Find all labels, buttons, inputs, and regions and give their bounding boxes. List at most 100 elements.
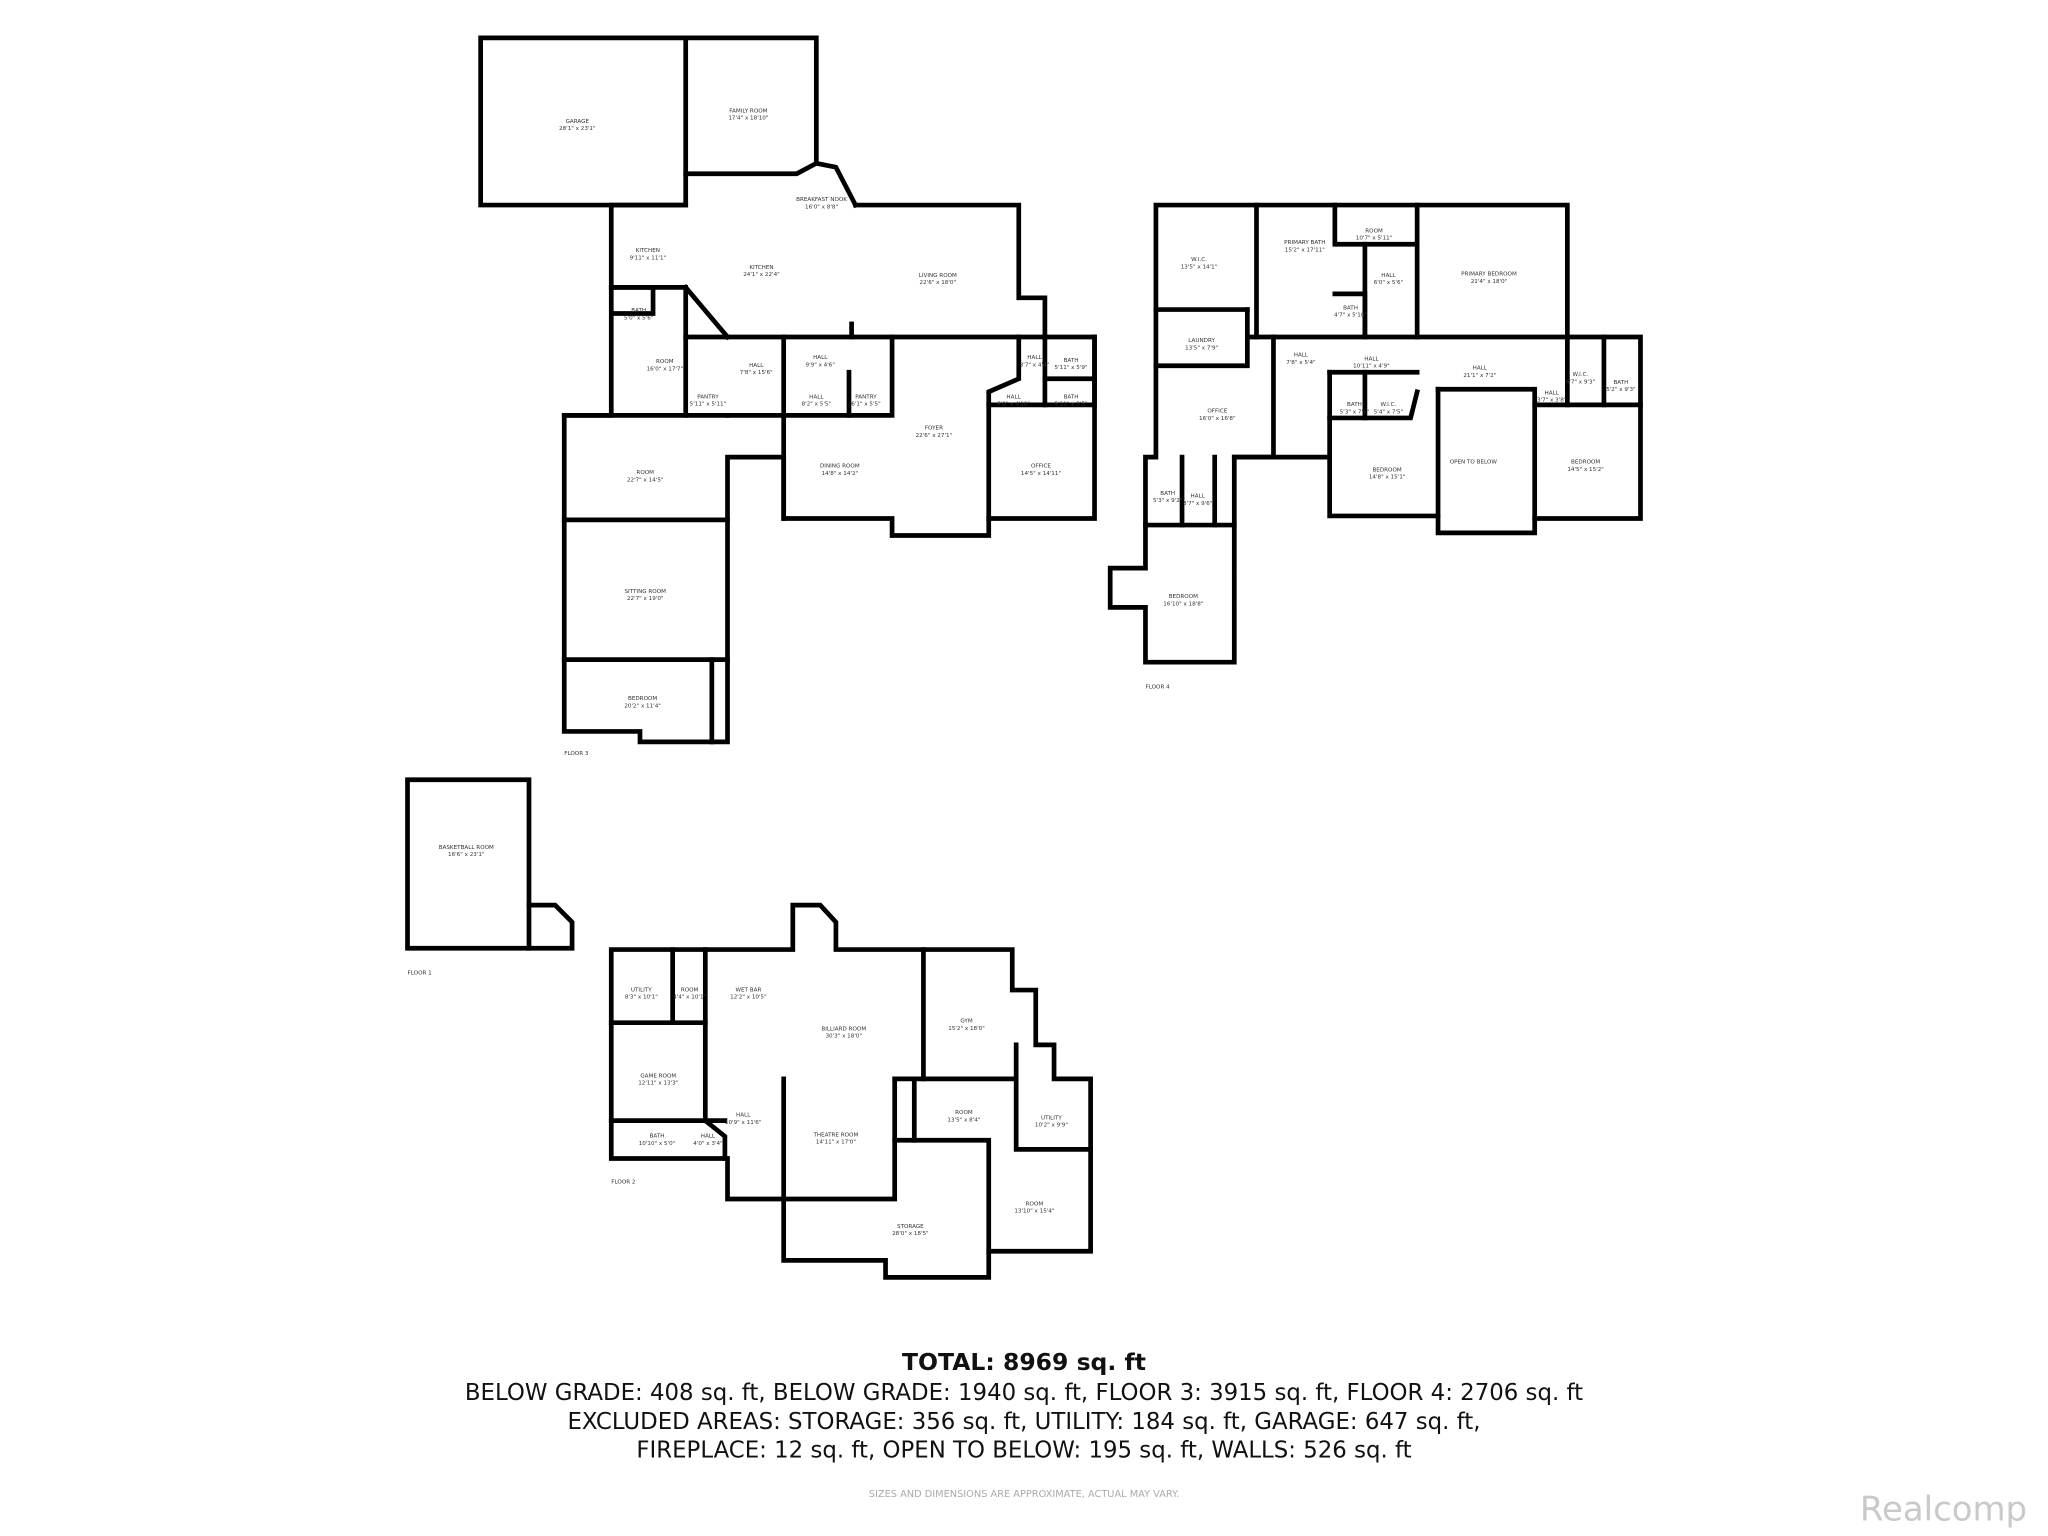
- floor-label: FLOOR 3: [564, 751, 589, 757]
- room-name: FOYER: [925, 426, 943, 432]
- room-dimensions: 16'0" x 17'7": [647, 366, 684, 372]
- room-name: HALL: [1473, 366, 1488, 372]
- room-name: ROOM: [1026, 1202, 1044, 1208]
- floor-label: FLOOR 2: [611, 1179, 635, 1185]
- room-name: KITCHEN: [636, 248, 660, 254]
- floor-label: FLOOR 1: [408, 970, 433, 976]
- room-name: BATH: [1064, 394, 1079, 400]
- room-name: HALL: [1545, 390, 1560, 396]
- wall-segment: [1231, 334, 1276, 460]
- room-dimensions: 12'11" x 13'3": [638, 1081, 679, 1087]
- wall-segment: [405, 777, 575, 951]
- room-dimensions: 5'11" x 5'9": [1055, 365, 1088, 371]
- wall-segment: [1332, 291, 1368, 340]
- room-name: PANTRY: [855, 394, 877, 400]
- total-area: TOTAL: 8969 sq. ft: [902, 1348, 1146, 1376]
- room-dimensions: 14'8" x 14'2": [822, 471, 859, 477]
- room-dimensions: 3'7" x 3'8": [1537, 398, 1567, 404]
- room-dimensions: 14'5" x 15'2": [1567, 467, 1604, 473]
- wall-segment: [683, 35, 859, 209]
- room-name: W.I.C.: [1572, 372, 1588, 378]
- room-name: W.I.C.: [1191, 257, 1207, 263]
- room-dimensions: 10'7" x 5'11": [1356, 236, 1393, 242]
- room-dimensions: 30'3" x 18'0": [825, 1034, 862, 1040]
- realcomp-watermark: Realcomp: [1860, 1489, 2027, 1529]
- room-name: BATH: [1343, 306, 1358, 312]
- room-dimensions: 6'0" x 5'6": [1374, 280, 1404, 286]
- room-dimensions: 6'0" x 4'10": [997, 402, 1030, 408]
- room-name: GYM: [960, 1019, 972, 1025]
- room-dimensions: 13'5" x 7'9": [1185, 345, 1218, 351]
- room-name: BEDROOM: [1372, 468, 1401, 474]
- wall-segment: [781, 334, 895, 418]
- area-breakdown: BELOW GRADE: 408 sq. ft, BELOW GRADE: 19…: [465, 1380, 1583, 1406]
- room-dimensions: 22'6" x 27'1": [916, 433, 953, 439]
- room-name: BATH: [631, 308, 646, 314]
- room-name: SITTING ROOM: [624, 589, 666, 595]
- room-name: ROOM: [1365, 228, 1383, 234]
- room-name: HALL: [1381, 273, 1396, 279]
- room-name: BILLIARD ROOM: [821, 1027, 866, 1033]
- room-dimensions: 6'1" x 5'5": [851, 402, 881, 408]
- room-name: HALL: [701, 1134, 716, 1140]
- room-dimensions: 16'0" x 8'8": [805, 204, 838, 210]
- room-name: HALL: [1364, 356, 1379, 362]
- room-name: DINING ROOM: [820, 464, 860, 470]
- room-dimensions: 8'3" x 10'1": [625, 995, 658, 1001]
- wall-segment: [986, 334, 1097, 408]
- room-name: HALL: [1006, 394, 1021, 400]
- wall-segment: [1332, 202, 1420, 247]
- room-name: UTILITY: [1041, 1115, 1062, 1121]
- disclaimer: SIZES AND DIMENSIONS ARE APPROXIMATE, AC…: [869, 1489, 1179, 1500]
- wall-segment: [702, 1117, 728, 1161]
- room-dimensions: 14'8" x 15'1": [1369, 475, 1406, 481]
- room-name: BEDROOM: [1169, 594, 1198, 600]
- room-dimensions: 5'11" x 5'11": [690, 402, 727, 408]
- room-name: HALL: [749, 363, 764, 369]
- room-name: BASKETBALL ROOM: [439, 845, 494, 851]
- wall-segment: [1327, 388, 1420, 421]
- room-name: BATH: [650, 1134, 665, 1140]
- room-name: PRIMARY BEDROOM: [1461, 272, 1517, 278]
- room-name: UTILITY: [631, 987, 652, 993]
- room-dimensions: 16'0" x 16'8": [1199, 416, 1236, 422]
- room-dimensions: 16'10" x 18'8": [1163, 601, 1204, 607]
- wall-segment: [611, 284, 656, 316]
- room-name: LAUNDRY: [1188, 338, 1215, 344]
- room-name: STORAGE: [897, 1224, 924, 1230]
- wall-segment: [561, 202, 1097, 745]
- room-name: OFFICE: [1207, 409, 1227, 415]
- wall-segment: [683, 160, 820, 177]
- room-dimensions: 5'3" x 7'5": [1340, 409, 1370, 415]
- room-dimensions: 28'1" x 23'1": [559, 126, 596, 132]
- room-name: PANTRY: [697, 394, 719, 400]
- room-name: HALL: [809, 394, 824, 400]
- room-name: ROOM: [636, 470, 654, 476]
- room-dimensions: 22'6" x 18'0": [920, 280, 957, 286]
- room-dimensions: 10'9" x 11'6": [725, 1120, 762, 1126]
- room-dimensions: 21'4" x 18'0": [1471, 279, 1508, 285]
- wall-segment: [1013, 1042, 1093, 1152]
- room-name: BATH: [1347, 402, 1362, 408]
- excluded-areas-cont: FIREPLACE: 12 sq. ft, OPEN TO BELOW: 195…: [636, 1438, 1411, 1464]
- room-name: HALL: [1294, 353, 1309, 359]
- room-dimensions: 20'2" x 11'4": [624, 703, 661, 709]
- room-dimensions: 9'11" x 11'1": [630, 255, 667, 261]
- room-name: THEATRE ROOM: [813, 1132, 859, 1138]
- room-dimensions: 3'7" x 4'4": [1020, 362, 1050, 368]
- room-dimensions: 5'2" x 9'3": [1606, 387, 1636, 393]
- room-dimensions: 7'8" x 5'4": [1286, 360, 1316, 366]
- room-dimensions: 15'2" x 17'11": [1285, 247, 1326, 253]
- wall-segment: [986, 334, 1022, 521]
- room-dimensions: 4'4" x 10'1": [673, 995, 706, 1001]
- room-dimensions: 15'2" x 18'0": [948, 1026, 985, 1032]
- room-dimensions: 28'0" x 18'5": [892, 1231, 929, 1237]
- excluded-areas: EXCLUDED AREAS: STORAGE: 356 sq. ft, UTI…: [567, 1409, 1480, 1435]
- room-dimensions: 12'2" x 10'5": [730, 995, 767, 1001]
- room-name: BATH: [1064, 358, 1079, 364]
- walls: [405, 35, 1643, 1280]
- room-name: HALL: [1191, 494, 1206, 500]
- room-dimensions: 13'10" x 15'4": [1014, 1209, 1055, 1215]
- room-name: OFFICE: [1031, 464, 1051, 470]
